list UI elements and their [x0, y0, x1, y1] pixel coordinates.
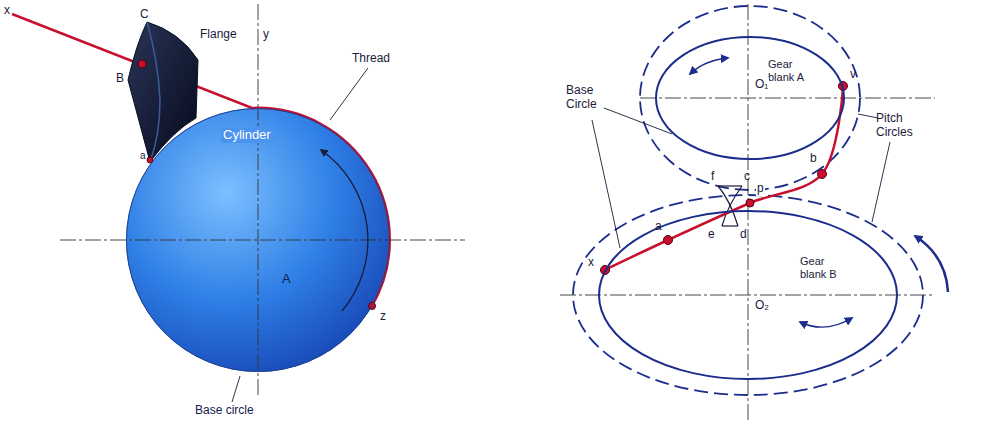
leader-line	[858, 114, 878, 118]
point-dot	[138, 60, 848, 310]
node-outline	[655, 36, 845, 160]
part-letter: A	[282, 272, 291, 287]
point-letter: c	[744, 170, 750, 184]
node-outline	[656, 37, 844, 159]
part-label: Base Circle	[566, 84, 606, 112]
point-letter: v	[850, 68, 856, 82]
point-dot	[138, 60, 146, 68]
center-line	[560, 295, 935, 296]
point-letter: x	[4, 4, 10, 18]
center-line	[560, 4, 935, 420]
gear-tooth	[718, 186, 742, 226]
part-label: Pitch Circles	[876, 112, 924, 140]
gear-label: Gear blank A	[768, 58, 814, 83]
point-letter: z	[380, 310, 386, 324]
line-of-action	[605, 86, 844, 270]
center-line	[640, 98, 935, 99]
point-letter: a	[140, 150, 146, 162]
point-letter: O₁	[754, 78, 769, 92]
node-outline	[598, 210, 898, 380]
flange	[128, 22, 198, 162]
gear-tooth	[722, 225, 738, 226]
gear-label: Gear blank B	[800, 255, 850, 280]
center-line	[60, 240, 465, 241]
point-letter: e	[708, 228, 715, 242]
node-outline	[126, 108, 390, 372]
point-letter: a	[655, 220, 662, 234]
point-letter: b	[810, 152, 817, 166]
point-letter: y	[262, 28, 270, 42]
point-letter: C	[140, 8, 149, 22]
point-letter: p	[756, 182, 765, 196]
leader-line	[232, 376, 240, 402]
center-line	[258, 4, 259, 395]
node-outline	[599, 211, 897, 379]
leader-line	[872, 142, 890, 222]
cylinder: CylinderA	[126, 108, 390, 372]
rotation-arrow	[915, 236, 948, 292]
rotation-arrow	[800, 318, 852, 327]
point-letter: x	[588, 256, 594, 270]
point-dot	[746, 199, 754, 207]
part-label: Flange	[200, 28, 237, 42]
leader-line	[330, 68, 368, 120]
gear-blank: Gear blank A	[655, 36, 845, 160]
cylinder-label: Cylinder	[221, 128, 273, 143]
node-outline	[127, 109, 390, 372]
rotation-arrow	[321, 150, 368, 311]
point-dot	[818, 170, 827, 179]
gear-tooth	[718, 185, 742, 186]
leader-line	[592, 108, 890, 248]
point-dot	[664, 236, 673, 245]
gear-blank: Gear blank B	[598, 210, 898, 380]
center-line	[60, 4, 465, 395]
rotation-arrow	[690, 58, 728, 74]
gear-tooth	[722, 186, 742, 226]
gear-tooth	[718, 186, 738, 226]
point-letter: O₂	[754, 299, 770, 313]
part-label: Base circle	[195, 404, 254, 418]
point-letter: B	[116, 72, 124, 86]
point-letter: f	[711, 170, 714, 184]
point-letter: d	[740, 228, 747, 242]
leader-line	[592, 120, 620, 248]
flange-rim	[147, 22, 160, 162]
part-label: Thread	[352, 52, 390, 66]
